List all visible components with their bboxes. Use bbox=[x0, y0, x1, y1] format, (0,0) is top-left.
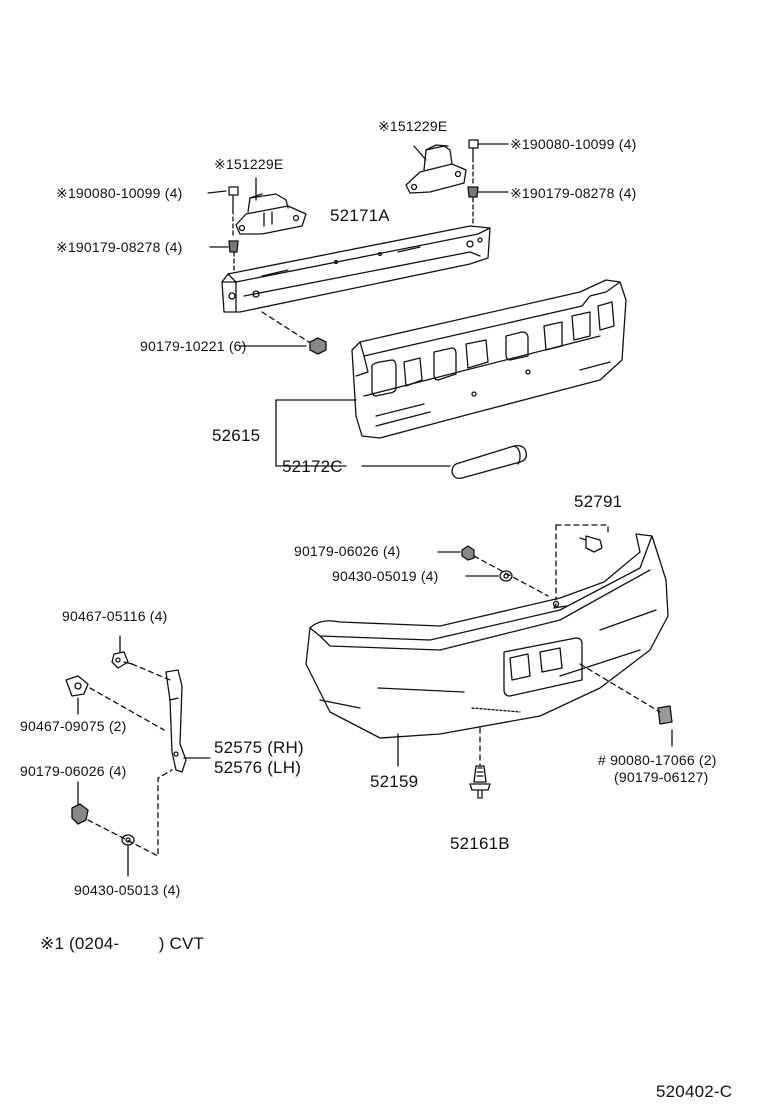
label-190080-upper: ※190080-10099 (4) bbox=[510, 136, 637, 152]
bolt-190080-left bbox=[228, 186, 239, 211]
label-52159: 52159 bbox=[370, 772, 419, 791]
screw-190179-upper bbox=[467, 186, 479, 198]
bumper-cover-52159 bbox=[305, 533, 669, 739]
label-51229e-upper: ※151229E bbox=[378, 118, 448, 134]
label-90179-06127: (90179-06127) bbox=[614, 769, 709, 785]
label-190080-left: ※190080-10099 (4) bbox=[56, 185, 183, 201]
nut-90179-06026-b bbox=[71, 803, 89, 825]
plug-52791 bbox=[579, 535, 603, 553]
label-90430-05013: 90430-05013 (4) bbox=[74, 882, 181, 898]
label-51229e-left: ※151229E bbox=[214, 156, 284, 172]
label-52791: 52791 bbox=[574, 492, 623, 511]
screw-52161b bbox=[469, 765, 491, 799]
label-90430-05019: 90430-05019 (4) bbox=[332, 568, 439, 584]
footnote-cvt: ※1 (0204- ) CVT bbox=[40, 934, 205, 953]
label-90179-10221: 90179-10221 (6) bbox=[140, 338, 247, 354]
clip-90467-09075 bbox=[65, 675, 89, 697]
label-52575: 52575 (RH) bbox=[214, 738, 304, 757]
label-90080-17066: # 90080-17066 (2) bbox=[598, 752, 717, 768]
figure-code: 520402-C bbox=[656, 1082, 733, 1101]
screw-190179-left bbox=[228, 240, 239, 253]
label-52161b: 52161B bbox=[450, 834, 510, 853]
clip-90080-17066 bbox=[657, 705, 673, 725]
label-52172c: 52172C bbox=[282, 457, 343, 476]
label-90467-09075: 90467-09075 (2) bbox=[20, 718, 127, 734]
bracket-51229e-left bbox=[235, 193, 307, 235]
absorber-52615 bbox=[351, 279, 627, 439]
label-52576: 52576 (LH) bbox=[214, 758, 302, 777]
label-90467-05116: 90467-05116 (4) bbox=[62, 608, 168, 624]
label-52171a: 52171A bbox=[330, 206, 390, 225]
label-52615: 52615 bbox=[212, 426, 261, 445]
washer-90430-05019 bbox=[499, 570, 513, 582]
label-190179-left: ※190179-08278 (4) bbox=[56, 239, 183, 255]
reinforcement-52171a bbox=[221, 225, 491, 313]
label-90179-06026-b: 90179-06026 (4) bbox=[20, 763, 127, 779]
bracket-51229e-upper bbox=[405, 144, 467, 194]
nut-90179-10221 bbox=[309, 337, 327, 355]
pad-52172c bbox=[451, 444, 528, 480]
label-190179-upper: ※190179-08278 (4) bbox=[510, 185, 637, 201]
retainer-52575-52576 bbox=[165, 669, 187, 773]
bolt-190080-upper bbox=[468, 139, 479, 159]
clip-90467-05116 bbox=[111, 651, 133, 669]
label-90179-06026-a: 90179-06026 (4) bbox=[294, 543, 401, 559]
nut-90179-06026-a bbox=[461, 545, 475, 561]
